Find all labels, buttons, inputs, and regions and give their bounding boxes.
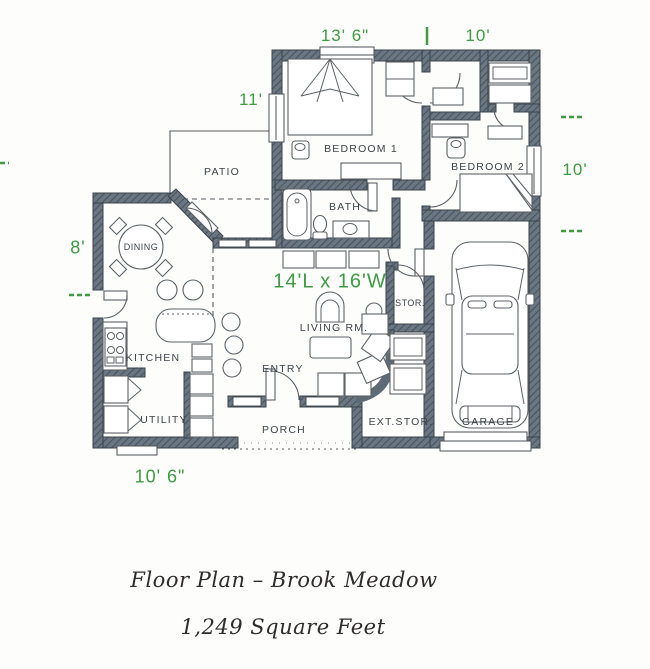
washer — [103, 375, 129, 404]
room-label-patio: PATIO — [204, 166, 240, 178]
car — [445, 241, 535, 429]
furniture — [102, 58, 533, 438]
bathtub — [282, 188, 312, 241]
room-label-porch: PORCH — [262, 424, 306, 436]
entry-door — [265, 368, 276, 401]
coffee-table — [309, 336, 352, 359]
room-label-garage: GARAGE — [461, 416, 515, 428]
dimension-dining-side: 8' — [70, 237, 86, 258]
room-label-kitchen: KITCHEN — [125, 352, 181, 364]
plan-subtitle: 1,249 Square Feet — [180, 615, 386, 639]
room-label-ext-storage: EXT.STOR. — [368, 416, 434, 428]
dimension-top-left: 13' 6" — [320, 26, 370, 45]
room-label-storage: STOR. — [395, 298, 425, 308]
media-console — [282, 250, 315, 269]
dimension-right-side: 10' — [562, 160, 588, 179]
toilet — [312, 214, 328, 234]
bar-stool — [156, 279, 178, 301]
plan-title: Floor Plan – Brook Meadow — [130, 568, 438, 592]
doors — [103, 72, 517, 401]
room-label-bath: BATH — [328, 201, 362, 213]
closet-shelf — [432, 87, 464, 106]
dimension-bottom-left: 10' 6" — [134, 466, 186, 487]
patio-door — [185, 201, 219, 235]
dimension-top-right: 10' — [465, 26, 491, 45]
armchair — [315, 291, 345, 323]
dimension-marks — [0, 27, 584, 297]
room-label-utility: UTILITY — [140, 414, 188, 426]
room-label-living: LIVING RM. — [299, 322, 369, 334]
room-label-dining: DINING — [123, 242, 159, 252]
room-label-entry: ENTRY — [262, 363, 304, 375]
room-label-bedroom1: BEDROOM 1 — [324, 143, 398, 155]
dimension-patio-side: 11' — [239, 90, 263, 109]
dryer — [103, 405, 129, 434]
room-label-bedroom2: BEDROOM 2 — [451, 161, 525, 173]
dresser-1 — [340, 162, 402, 180]
bed-1 — [287, 58, 373, 136]
sofa — [317, 372, 345, 397]
dimension-living-size: 14'L x 16'W — [273, 270, 387, 293]
vanity-sink — [332, 220, 370, 239]
dining-table — [118, 224, 164, 270]
garage-door — [443, 431, 528, 442]
breakfast-bar — [155, 308, 216, 343]
